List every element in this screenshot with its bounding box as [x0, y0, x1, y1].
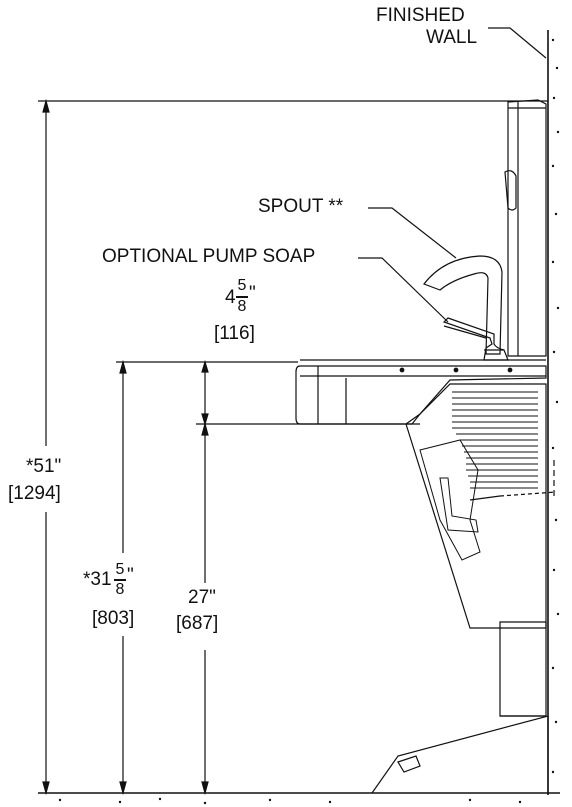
spout-label: SPOUT ** [258, 196, 344, 217]
knee-clearance-imperial: 27" [188, 587, 216, 608]
soap-leader [358, 257, 449, 323]
rim-height-whole: *31 [83, 569, 112, 590]
pump-soap-label: OPTIONAL PUMP SOAP [102, 246, 316, 267]
finished-wall-label-line1: FINISHED [376, 5, 465, 26]
rim-height-numerator: 5 [115, 561, 125, 578]
apron-depth-inch-mark: " [249, 283, 256, 304]
soap-pump [442, 317, 509, 361]
rim-height-inch-mark: " [127, 565, 134, 586]
louvers [452, 391, 538, 489]
housing [405, 383, 547, 629]
finished-wall-label-line2: WALL [426, 27, 478, 48]
overall-height-imperial: *51" [26, 456, 62, 477]
base [371, 715, 549, 794]
rim-height-denominator: 8 [115, 581, 125, 598]
knee-clearance-metric: [687] [176, 613, 219, 634]
apron-depth-denominator: 8 [237, 298, 247, 315]
spout-leader [368, 207, 457, 259]
apron-depth-metric: [116] [214, 323, 255, 344]
p-trap [419, 439, 481, 561]
pedestal [499, 621, 547, 717]
lavatory-deck [295, 365, 547, 425]
apron-depth-fraction-bar [236, 296, 248, 298]
spout [423, 255, 503, 355]
apron-depth-whole: 4 [225, 287, 236, 308]
rim-height-fraction-bar [114, 579, 126, 581]
overall-height-metric: [1294] [8, 483, 61, 504]
wall-leader [488, 27, 547, 59]
apron-depth-numerator: 5 [237, 277, 247, 294]
rim-height-metric: [803] [92, 608, 135, 629]
wall-stipple [58, 38, 560, 805]
backsplash [507, 99, 547, 357]
